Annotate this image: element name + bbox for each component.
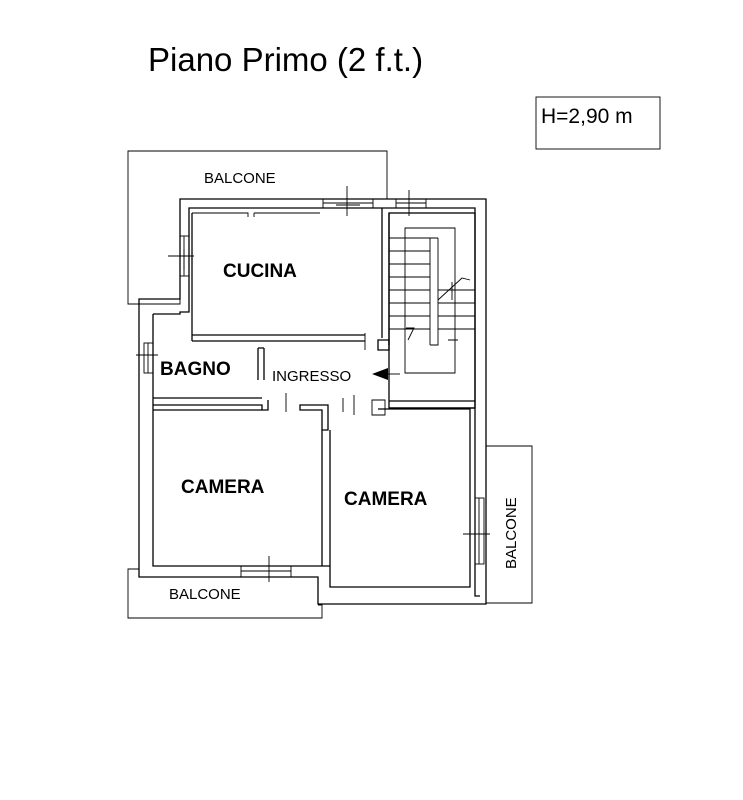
stair-arrow	[406, 277, 471, 341]
balcony-right-outline	[486, 445, 533, 604]
window-camera-bottom	[240, 556, 292, 582]
window-cucina-left	[168, 235, 194, 277]
window-bagno-left	[136, 342, 158, 374]
wall-camera-left	[153, 404, 471, 588]
wall-bagno	[153, 397, 269, 411]
stair-outline	[388, 212, 476, 409]
exterior-wall-inner-left	[152, 314, 330, 567]
room-cucina-label: CUCINA	[223, 261, 297, 282]
window-cucina-top	[322, 186, 374, 216]
kitchen-top-jambs	[192, 212, 320, 217]
exterior-wall-outer	[138, 198, 487, 605]
wall-bagno-right	[257, 347, 265, 380]
entrance-arrow-icon	[372, 368, 388, 380]
room-camera-right-label: CAMERA	[344, 489, 428, 510]
ingresso-jambs	[285, 333, 386, 416]
room-bagno-label: BAGNO	[160, 359, 231, 380]
balcony-right-label: BALCONE	[503, 497, 520, 569]
wall-kitchen-bottom	[192, 334, 365, 342]
wall-kitchen-stair	[381, 208, 390, 345]
balcony-bottom-outline	[127, 568, 323, 619]
ceiling-height-box	[535, 96, 661, 150]
balcony-bottom-label: BALCONE	[169, 586, 241, 603]
exterior-wall-inner	[153, 207, 480, 597]
room-camera-left-label: CAMERA	[181, 477, 265, 498]
window-camera-right	[463, 497, 490, 565]
plan-title: Piano Primo (2 f.t.)	[148, 41, 423, 78]
ceiling-height-label: H=2,90 m	[541, 105, 633, 128]
balcony-top-label: BALCONE	[204, 170, 276, 187]
window-stair-top	[395, 190, 427, 216]
stair-steps	[389, 227, 475, 374]
room-ingresso-label: INGRESSO	[272, 368, 351, 385]
stair-landing-left	[377, 339, 390, 351]
stair-wall-bottom	[389, 400, 475, 409]
